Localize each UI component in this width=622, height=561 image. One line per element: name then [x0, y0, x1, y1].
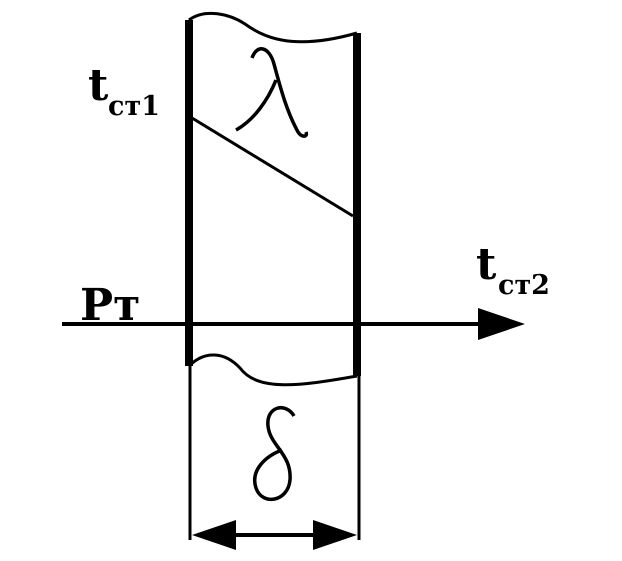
wall2-temperature-symbol: t — [476, 239, 497, 290]
lambda-symbol-leg — [235, 79, 278, 132]
lambda-symbol — [250, 47, 309, 138]
delta-symbol — [252, 405, 296, 502]
heat-flux-arrowhead — [478, 308, 525, 340]
heat-flux-label: Рт — [80, 280, 141, 331]
temperature-profile-line — [191, 116, 354, 218]
wall1-temperature-subscript: ст1 — [108, 91, 160, 122]
wall1-temperature-symbol: t — [88, 60, 109, 111]
thickness-arrowhead-left — [192, 520, 236, 550]
top-break-line — [188, 11, 358, 44]
bottom-break-line — [187, 353, 358, 387]
thickness-arrowhead-right — [313, 520, 357, 550]
wall2-temperature-subscript: ст2 — [498, 270, 550, 301]
